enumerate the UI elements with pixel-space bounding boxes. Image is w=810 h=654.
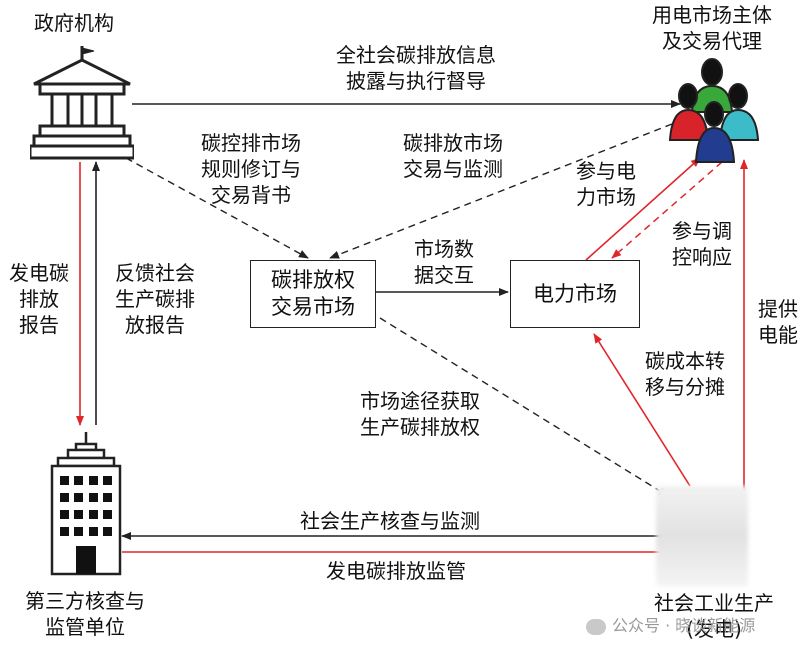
watermark: 公众号 · 晓谈新能源 [586,612,755,636]
label-feedback-report: 反馈社会 生产碳排 放报告 [115,261,195,337]
label-generation-supervision: 发电碳排放监管 [326,559,466,583]
node-industry-label: 社会工业生产 (发电) [654,591,774,641]
people-group-icon [668,58,760,163]
government-building-icon [30,46,134,160]
label-audit-monitoring: 社会生产核查与监测 [300,509,480,533]
office-building-icon [50,432,122,576]
node-third-party-label: 第三方核查与 监管单位 [25,589,145,639]
label-disclosure: 全社会碳排放信息 披露与执行督导 [336,43,496,93]
label-market-supervision: 碳排放市场 交易与监测 [403,131,503,181]
label-market-acquisition: 市场途径获取 生产碳排放权 [360,389,480,439]
edge-participate-regulation [611,161,723,259]
edge-market-supervision [329,123,673,259]
node-carbon-market: 碳排放权 交易市场 [250,260,376,328]
industry-image-placeholder [656,486,748,586]
label-data-exchange: 市场数 据交互 [414,237,474,287]
wechat-icon [586,618,606,635]
node-government-label: 政府机构 [34,11,114,35]
label-rule-revision: 碳控排市场 规则修订与 交易背书 [201,131,301,207]
label-cost-transfer: 碳成本转 移与分摊 [645,349,725,399]
label-power-supply: 提供 电能 [758,297,798,347]
edge-market-acquisition [379,317,669,497]
label-generation-report: 发电碳 排放 报告 [9,261,69,337]
node-power-market: 电力市场 [510,260,640,328]
watermark-text: 公众号 · 晓谈新能源 [612,616,756,635]
label-participate-power: 参与电 力市场 [576,159,636,209]
node-market-entities-label: 用电市场主体 及交易代理 [652,3,772,53]
edge-cost-transfer [593,333,691,487]
edge-participate-power [585,157,701,261]
label-participate-regulation: 参与调 控响应 [672,219,732,269]
edge-rule-revision [125,157,309,259]
